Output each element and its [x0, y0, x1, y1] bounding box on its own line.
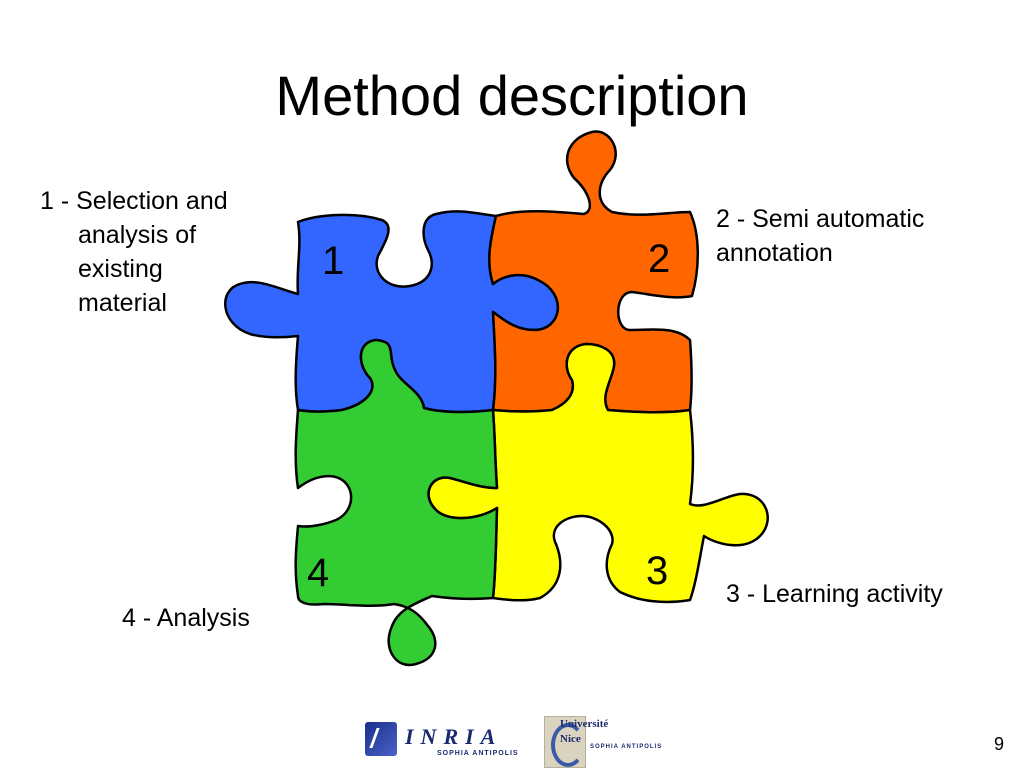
- inria-logo-icon: [365, 722, 397, 756]
- page-number: 9: [994, 734, 1005, 754]
- inria-logo-subtitle: SOPHIA ANTIPOLIS: [437, 750, 519, 757]
- step-2-label: 2 - Semi automatic annotation: [716, 202, 924, 270]
- universite-nice-logo-line2: Nice: [560, 733, 581, 745]
- universite-nice-logo-line1: Université: [560, 718, 609, 730]
- step-3-label: 3 - Learning activity: [726, 577, 943, 611]
- puzzle-piece-3-number: 3: [646, 549, 668, 593]
- puzzle-piece-4-number: 4: [307, 551, 329, 595]
- step-2-label-line: 2 - Semi automatic: [716, 205, 925, 233]
- puzzle-piece-1-number: 1: [322, 239, 344, 283]
- universite-nice-logo-subtitle: SOPHIA ANTIPOLIS: [590, 744, 663, 750]
- step-1-label-line: 1 - Selection and: [40, 187, 228, 215]
- step-1-label-line: analysis of: [78, 221, 197, 249]
- universite-nice-logo-icon: [544, 716, 586, 768]
- step-4-label: 4 - Analysis: [122, 601, 250, 635]
- step-2-label-line: annotation: [716, 239, 833, 267]
- inria-logo-name: INRIA: [405, 724, 503, 749]
- puzzle-piece-2-number: 2: [648, 237, 670, 281]
- puzzle-piece-4: [294, 338, 499, 667]
- step-1-label-line: existing: [78, 255, 163, 283]
- puzzle-piece-2: [488, 130, 699, 414]
- slide-title: Method description: [275, 64, 749, 127]
- step-1-label-line: material: [78, 289, 167, 317]
- step-1-label: 1 - Selection and analysis of existing m…: [40, 184, 228, 320]
- inria-logo: INRIA SOPHIA ANTIPOLIS: [365, 716, 520, 766]
- step-3-label-line: 3 - Learning activity: [726, 580, 943, 608]
- step-4-label-line: 4 - Analysis: [122, 604, 250, 632]
- universite-nice-logo: Université Nice SOPHIA ANTIPOLIS: [544, 716, 669, 768]
